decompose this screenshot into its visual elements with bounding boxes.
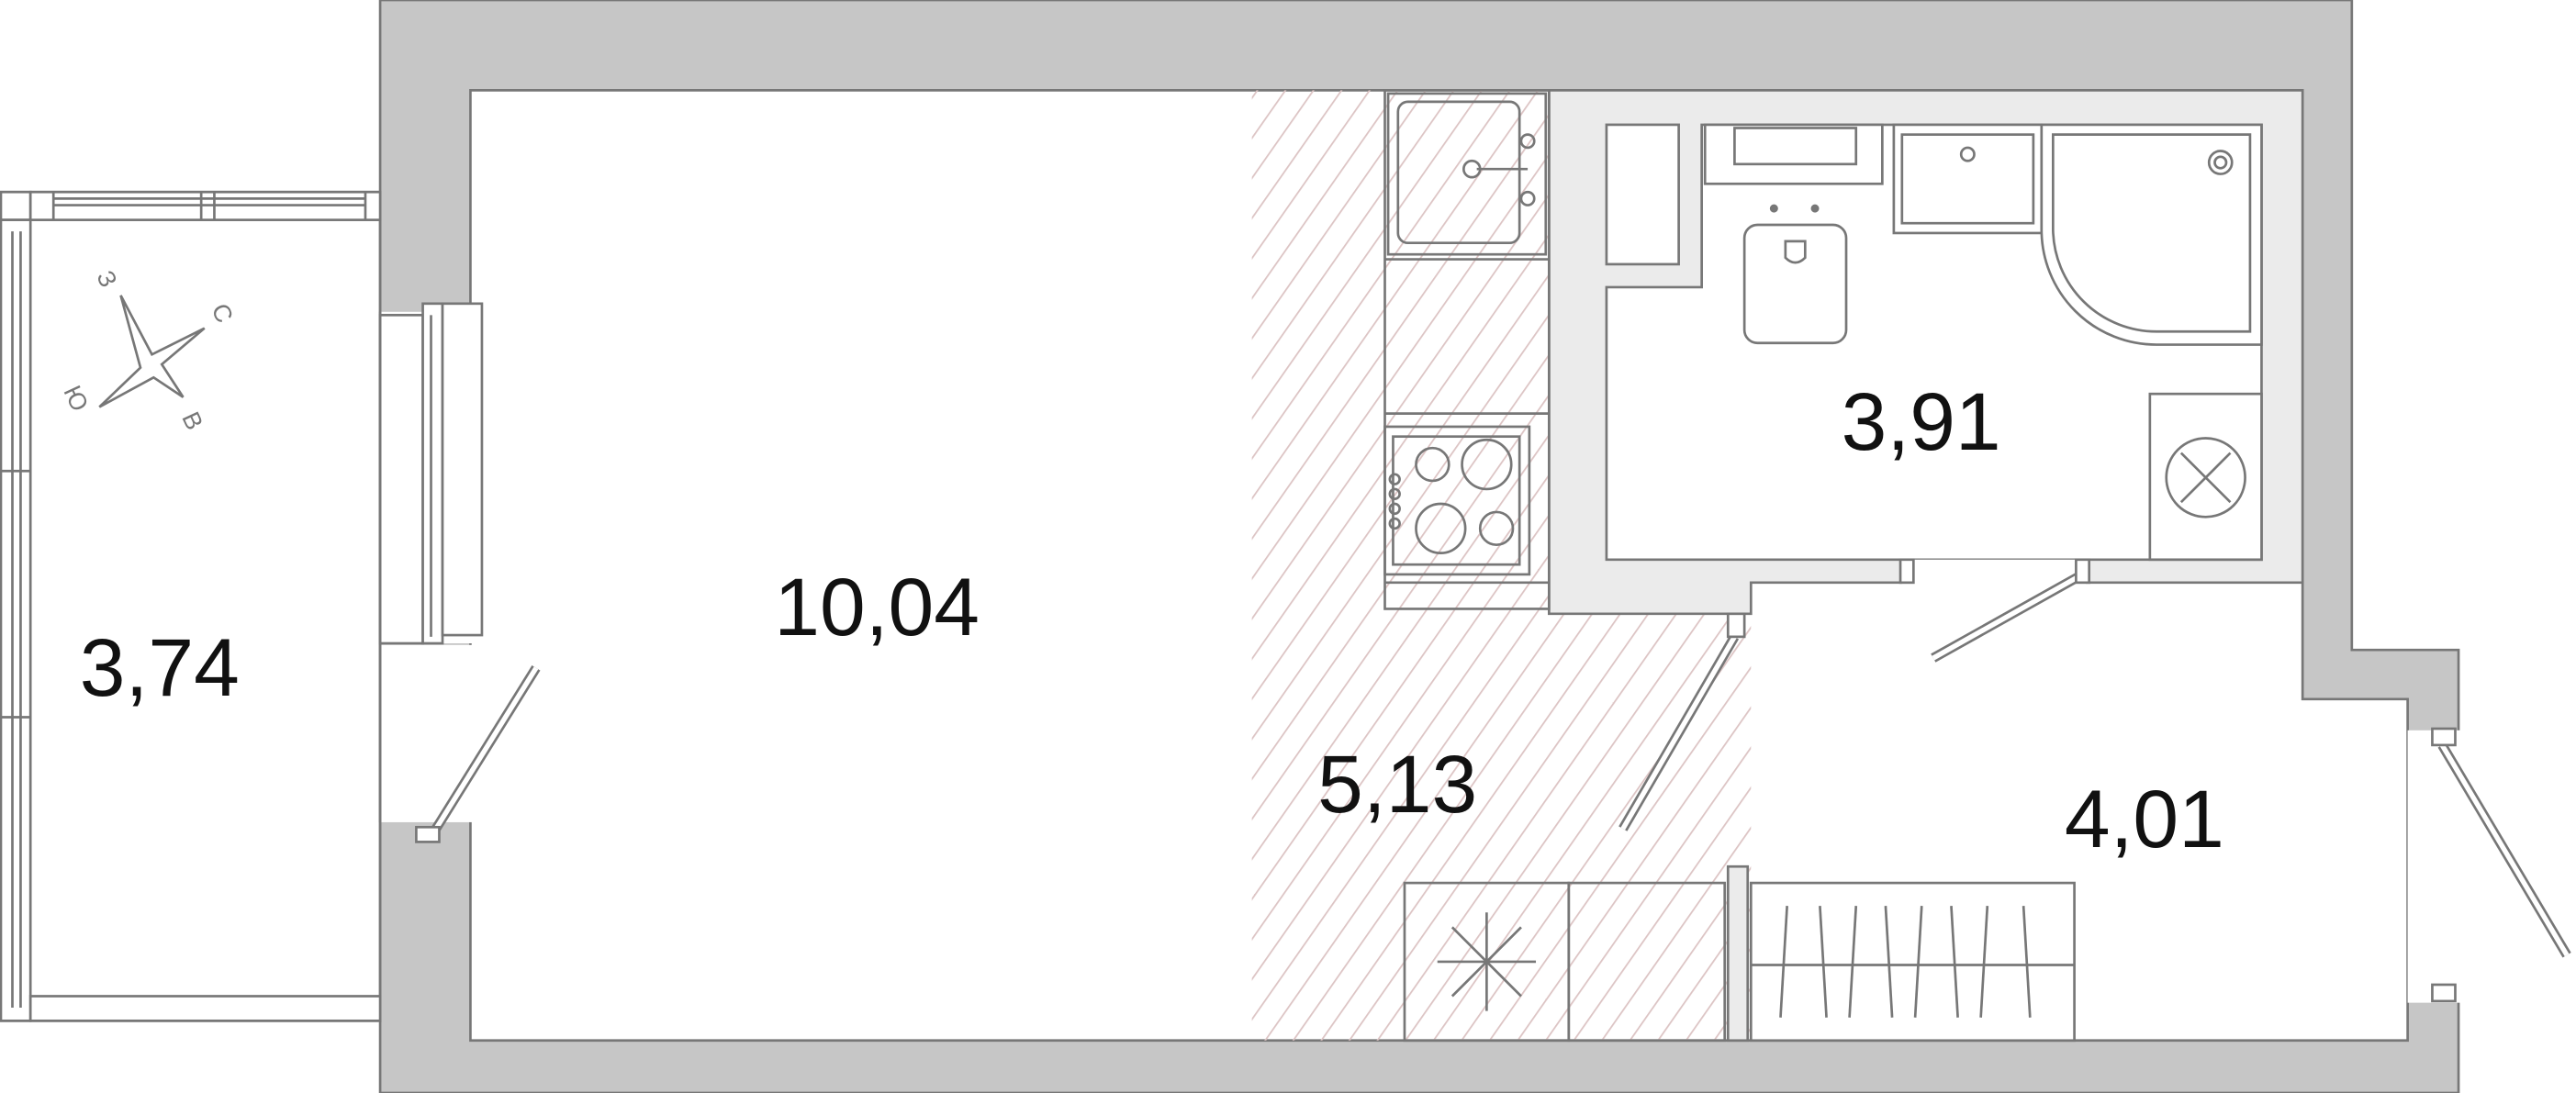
living-window: [378, 302, 484, 645]
hallway-area: 4,01: [2065, 773, 2224, 864]
balcony-door[interactable]: [415, 664, 541, 843]
bathroom-area: 3,91: [1842, 375, 2001, 467]
balcony: [0, 190, 382, 1022]
toilet-icon: [1703, 123, 1884, 345]
entrance-door[interactable]: [2431, 727, 2571, 1003]
stove-icon: [1383, 425, 1531, 576]
bathroom-door-opening: [1901, 559, 2087, 585]
kitchen-door[interactable]: [1618, 612, 1746, 831]
kitchen-cabinets-bottom: [1403, 881, 1727, 1043]
washing-machine-icon: [2148, 392, 2263, 562]
entrance-door-opening: [2407, 730, 2460, 1003]
kitchen-sink-icon: [1386, 92, 1548, 256]
living-room-area: 10,04: [774, 561, 980, 652]
shower-icon: [2040, 123, 2263, 346]
bathroom-cabinet: [1605, 123, 1680, 266]
bathroom-door[interactable]: [1898, 558, 2091, 663]
kitchen-counter: [1383, 89, 1551, 610]
kitchen-area: 5,13: [1317, 738, 1477, 830]
balcony-area: 3,74: [80, 621, 240, 713]
wardrobe-icon: [1726, 864, 2076, 1043]
sink-icon: [1892, 123, 2044, 235]
